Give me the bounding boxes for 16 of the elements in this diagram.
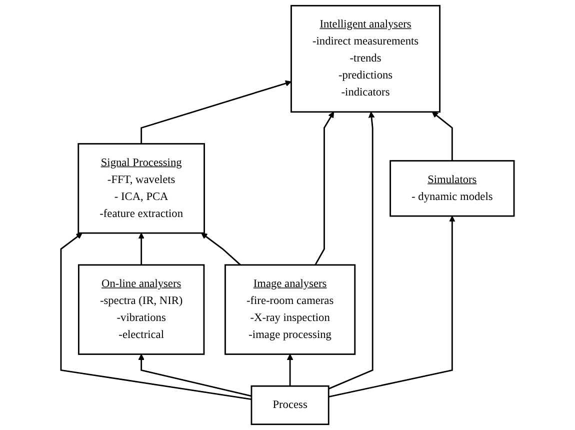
node-box: Intelligent analysers -indirect measurements -trends -predictions -indicators [290,4,440,113]
arrow [286,354,294,386]
arrow [432,112,453,161]
arrow [60,232,252,400]
arrow [138,354,252,397]
node-box: On-line analysers -spectra (IR, NIR) -vibrations -electrical [78,264,205,355]
arrow [140,80,292,144]
node-box: Signal Processing -FFT, wavelets - ICA, PCA -feature extraction [78,143,205,234]
arrow [201,232,241,266]
node-box: Process [250,385,330,426]
node-box: Image analysers -fire-room cameras -X-ray inspection -image processing [224,264,356,355]
node-box: Simulators - dynamic models [390,160,515,217]
arrow [314,112,334,266]
arrow [138,232,144,265]
arrow [328,216,456,398]
arrow [328,112,375,390]
